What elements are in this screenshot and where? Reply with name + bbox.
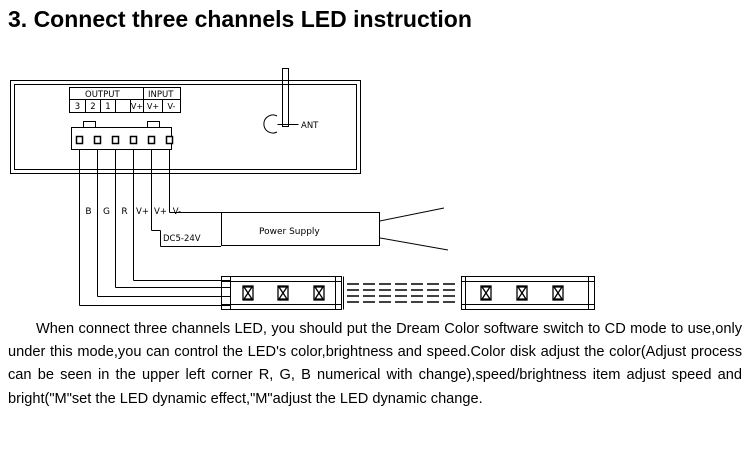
connector [71, 127, 172, 150]
led-strip-1 [221, 276, 342, 310]
terminal-label: V- [168, 102, 176, 111]
power-supply-box [221, 212, 380, 246]
connector-pins [75, 135, 174, 145]
wire-label: R [121, 207, 127, 217]
terminal-label: V+ [147, 102, 159, 111]
led-chips [242, 285, 564, 301]
antenna-label: ANT [301, 121, 319, 131]
wire-label: B [85, 207, 91, 217]
wiring-diagram: OUTPUT INPUT 3 2 1 V+ V+ V- ANT B G R V+… [10, 68, 595, 310]
power-supply-label: Power Supply [259, 227, 320, 237]
terminal-label: 1 [105, 102, 110, 112]
wire-label: V+ [136, 207, 149, 217]
instruction-text: When connect three channels LED, you sho… [8, 318, 742, 411]
terminal-label: V+ [131, 102, 143, 111]
output-label: OUTPUT [85, 90, 120, 100]
page-title: 3. Connect three channels LED instructio… [8, 6, 472, 32]
antenna [282, 68, 289, 127]
description-body: When connect three channels LED, you sho… [8, 321, 742, 407]
led-strip-2 [461, 276, 595, 310]
wire-label: G [103, 207, 110, 217]
input-label: INPUT [148, 90, 174, 100]
controller-box [10, 80, 361, 174]
terminal-label: 2 [90, 102, 95, 112]
wire-label: V- [173, 207, 181, 217]
wire-label: V+ [154, 207, 167, 217]
voltage-label: DC5-24V [163, 234, 201, 244]
terminal-label: 3 [75, 102, 80, 112]
